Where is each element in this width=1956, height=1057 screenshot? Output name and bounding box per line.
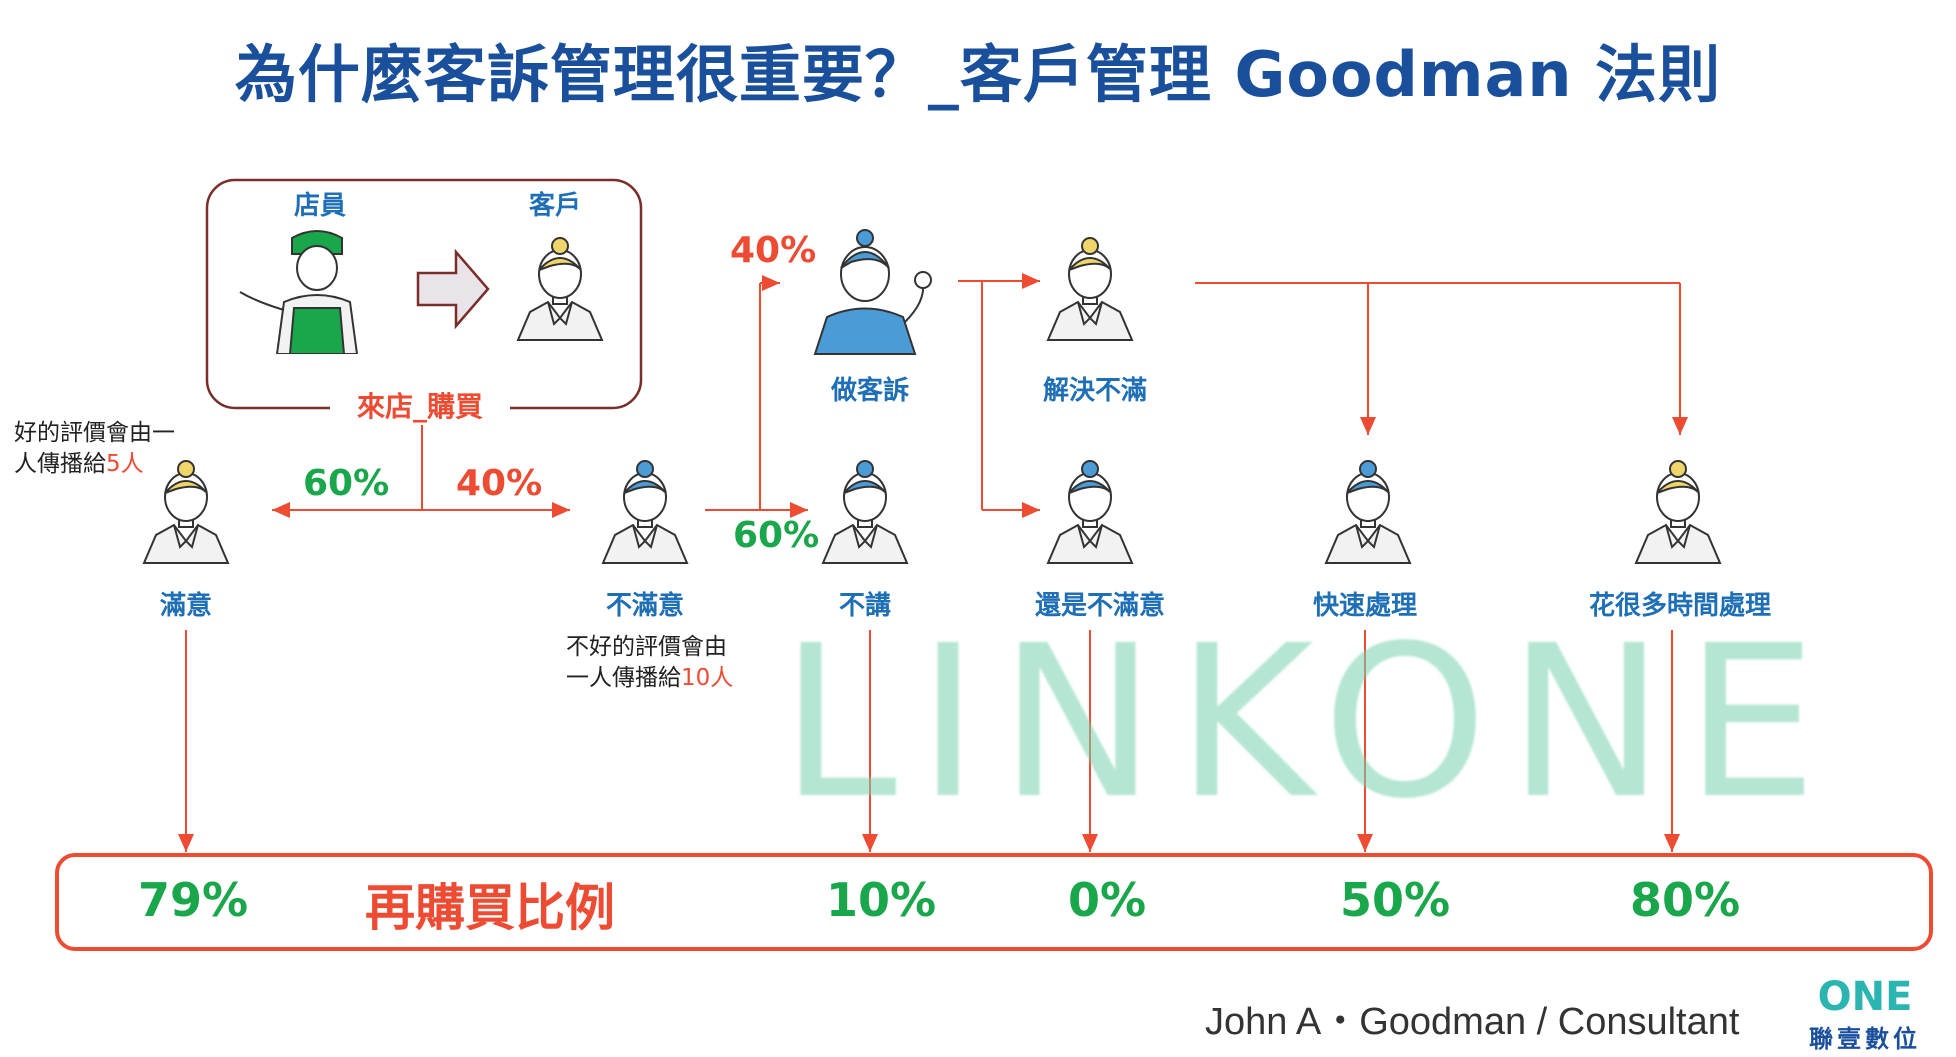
dissatisfied-pct: 40% <box>456 463 543 504</box>
clerk-icon <box>232 222 372 354</box>
complain-pct: 40% <box>730 230 817 271</box>
repurchase-still-unhappy: 0% <box>1068 873 1147 927</box>
satisfied-pct: 60% <box>303 463 390 504</box>
still-unhappy-label: 還是不滿意 <box>1034 591 1165 621</box>
clerk-label: 店員 <box>293 191 346 221</box>
satisfied-label: 滿意 <box>159 591 212 621</box>
resolved-customer-icon <box>1040 222 1140 352</box>
complain-label: 做客訴 <box>830 376 909 406</box>
repurchase-slow: 80% <box>1630 873 1741 927</box>
slow-handling-customer-icon <box>1628 445 1728 575</box>
resolved-label: 解決不滿 <box>1042 376 1147 406</box>
silent-customer-icon <box>815 445 915 575</box>
silent-pct: 60% <box>733 515 820 556</box>
repurchase-satisfied: 79% <box>138 873 249 927</box>
repurchase-silent: 10% <box>826 873 937 927</box>
dissatisfied-note: 不好的評價會由 一人傳播給10人 <box>566 634 734 691</box>
customer-label: 客戶 <box>528 191 581 221</box>
customer-icon <box>510 222 610 352</box>
silent-label: 不講 <box>838 591 891 621</box>
dissatisfied-customer-icon <box>595 445 695 575</box>
fast-handling-customer-icon <box>1318 445 1418 575</box>
logo-mark: ONE <box>1817 974 1913 1020</box>
repurchase-label: 再購買比例 <box>365 879 615 937</box>
complain-customer-icon <box>805 222 945 357</box>
company-logo: ONE 聯壹數位 <box>1790 974 1940 1053</box>
satisfied-customer-icon <box>136 445 236 575</box>
dissatisfied-label: 不滿意 <box>605 591 684 621</box>
still-unhappy-customer-icon <box>1040 445 1140 575</box>
satisfied-note: 好的評價會由一 人傳播給5人 <box>14 420 175 477</box>
page-title: 為什麼客訴管理很重要？_客戶管理 Goodman 法則 <box>234 38 1722 111</box>
watermark: LINKONE <box>780 600 1838 845</box>
fast-handling-label: 快速處理 <box>1312 591 1417 621</box>
repurchase-bar <box>55 853 1933 951</box>
slow-handling-label: 花很多時間處理 <box>1588 591 1771 621</box>
store-caption: 來店_購買 <box>330 385 510 425</box>
logo-name: 聯壹數位 <box>1809 1025 1921 1053</box>
credit-text: John A・Goodman / Consultant <box>1205 1001 1740 1043</box>
repurchase-fast: 50% <box>1340 873 1451 927</box>
purchase-arrow <box>416 248 490 330</box>
